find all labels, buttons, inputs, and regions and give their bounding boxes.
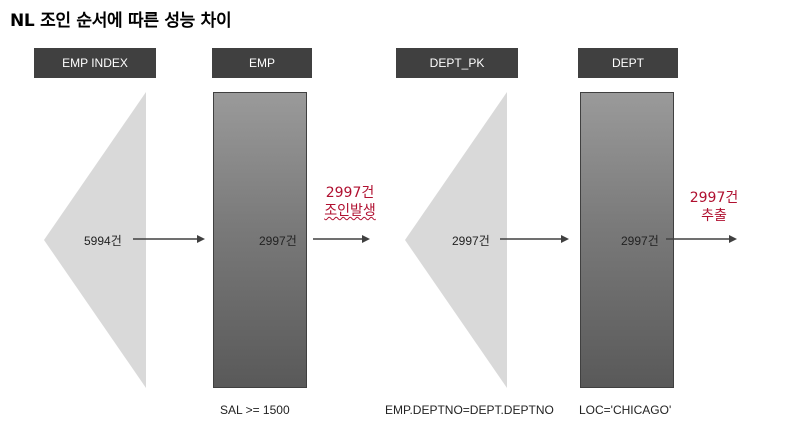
dept-table-block bbox=[580, 92, 674, 388]
note-extracted: 2997건 추출 bbox=[684, 189, 744, 225]
count-emp: 2997건 bbox=[259, 234, 297, 248]
count-emp-index: 5994건 bbox=[84, 234, 122, 248]
header-dept-pk: DEPT_PK bbox=[396, 48, 518, 78]
diagram-title: NL 조인 순서에 따른 성능 차이 bbox=[10, 11, 232, 31]
header-dept: DEPT bbox=[578, 48, 678, 78]
condition-emp: SAL >= 1500 bbox=[220, 403, 290, 417]
header-emp-index: EMP INDEX bbox=[34, 48, 156, 78]
arrow-right-icon bbox=[313, 235, 370, 243]
note-extract-label: 추출 bbox=[701, 208, 727, 224]
arrow-right-icon bbox=[133, 235, 205, 243]
emp-index-triangle bbox=[44, 92, 146, 388]
condition-dept-pk: EMP.DEPTNO=DEPT.DEPTNO bbox=[385, 403, 554, 417]
note-extract-count: 2997건 bbox=[689, 190, 739, 206]
note-join-occurred: 2997건 조인발생 bbox=[314, 184, 386, 220]
dept-pk-triangle bbox=[405, 92, 507, 388]
condition-dept: LOC='CHICAGO' bbox=[579, 403, 672, 417]
arrow-right-icon bbox=[500, 235, 569, 243]
note-join-count: 2997건 bbox=[325, 185, 375, 201]
note-join-label: 조인발생 bbox=[324, 203, 376, 219]
count-dept: 2997건 bbox=[621, 234, 659, 248]
count-dept-pk: 2997건 bbox=[452, 234, 490, 248]
header-emp: EMP bbox=[212, 48, 312, 78]
emp-table-block bbox=[213, 92, 307, 388]
arrow-right-icon bbox=[666, 235, 737, 243]
